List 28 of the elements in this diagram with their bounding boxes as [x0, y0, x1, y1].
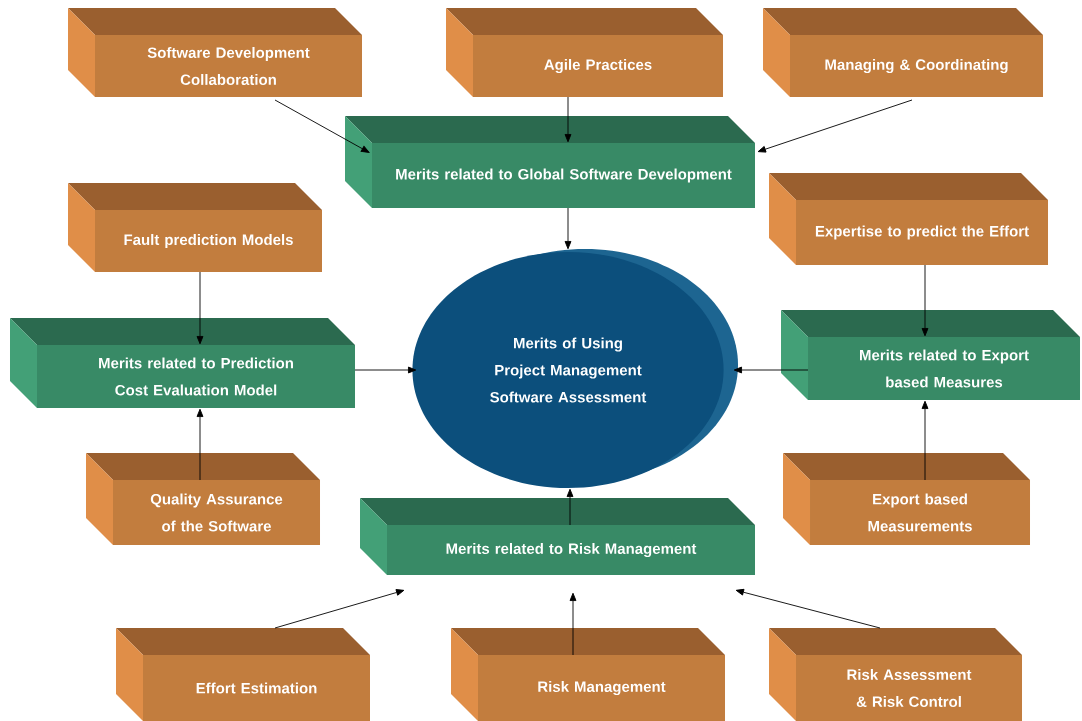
arrow — [921, 400, 929, 481]
3d-box: Risk Management — [451, 628, 725, 721]
arrow — [354, 366, 417, 374]
3d-box: Fault prediction Models — [68, 183, 322, 272]
3d-box: Risk Assessment & Risk Control — [769, 628, 1022, 721]
arrow — [274, 589, 405, 629]
3d-box: Quality Assurance of the Software — [86, 453, 320, 545]
3d-box: Managing & Coordinating — [763, 8, 1043, 97]
3d-box: Merits related to Export based Measures — [781, 310, 1080, 400]
3d-box: Export based Measurements — [783, 453, 1030, 545]
3d-box: Merits related to Prediction Cost Evaluation Model — [10, 318, 355, 408]
3d-box: Expertise to predict the Effort — [769, 173, 1048, 265]
arrow — [564, 96, 572, 143]
3d-box: Merits related to Risk Management — [360, 498, 755, 575]
arrow — [566, 488, 574, 526]
arrow — [569, 592, 577, 656]
arrow — [196, 408, 204, 481]
arrow — [274, 99, 370, 153]
arrow — [196, 271, 204, 345]
3d-box: Agile Practices — [446, 8, 723, 97]
arrow — [733, 366, 809, 374]
arrow — [564, 207, 572, 250]
3d-box: Software Development Collaboration — [68, 8, 362, 97]
3d-box: Effort Estimation — [116, 628, 370, 721]
arrow — [757, 99, 913, 153]
arrow — [921, 264, 929, 337]
arrow — [735, 588, 881, 629]
3d-box: Merits related to Global Software Development — [345, 116, 755, 208]
